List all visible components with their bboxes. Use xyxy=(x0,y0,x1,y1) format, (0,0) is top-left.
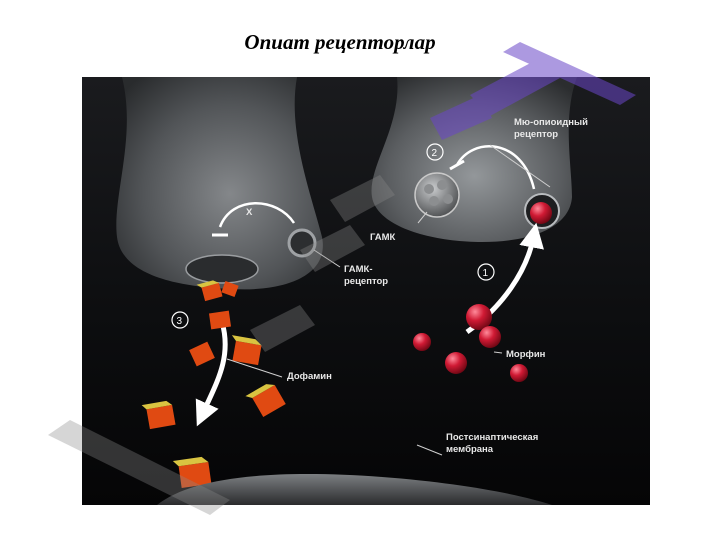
dopamine-molecule xyxy=(172,456,212,488)
left-presynaptic-neuron xyxy=(116,77,323,290)
vesicle-particle xyxy=(429,196,439,206)
dopamine-molecule xyxy=(141,400,176,430)
morphine-molecule xyxy=(510,364,528,382)
step-1-number: 1 xyxy=(483,268,489,279)
left-release-site xyxy=(185,254,259,284)
morphine-molecule xyxy=(445,352,467,374)
dopamine-molecule xyxy=(231,335,262,366)
postsynaptic-membrane xyxy=(157,474,552,505)
step-3-number: 3 xyxy=(177,316,183,327)
postsynaptic-label-line1: Постсинаптическая xyxy=(446,432,538,443)
gaba-receptor-label-line1: ГАМК- xyxy=(344,264,373,275)
step-1-marker xyxy=(477,263,495,281)
opioid-receptor-diagram: X 2 1 3 Мю-опиоидный рецептор ГАМ xyxy=(82,77,650,505)
step-2-number: 2 xyxy=(432,148,438,159)
dopamine-label: Дофамин xyxy=(287,371,332,382)
dopamine-molecule xyxy=(221,280,239,298)
vesicle-particle xyxy=(443,194,453,204)
morphine-leader xyxy=(493,351,503,354)
membrane-leader xyxy=(416,444,443,456)
gaba-vesicle-icon xyxy=(414,172,460,218)
gaba-receptor-leader xyxy=(313,249,341,268)
dopamine-molecule xyxy=(208,310,232,330)
vesicle-particle xyxy=(424,184,434,194)
morphine-molecule xyxy=(479,326,501,348)
dopamine-arrow xyxy=(195,321,228,427)
dopamine-leader xyxy=(226,358,283,378)
gaba-receptor-label-line2: рецептор xyxy=(344,276,388,287)
vesicle-particle xyxy=(437,180,447,190)
slide-title: Опиат рецепторлар xyxy=(244,30,436,54)
dopamine-molecule xyxy=(189,341,215,367)
inhibition-arc xyxy=(218,202,296,228)
postsynaptic-label-line2: мембрана xyxy=(446,444,494,455)
dopamine-molecule xyxy=(196,280,223,302)
morphine-molecule xyxy=(413,333,431,351)
mu-receptor-label-line1: Мю-опиоидный xyxy=(514,117,588,128)
mu-receptor-label-line2: рецептор xyxy=(514,129,558,140)
bound-morphine-icon xyxy=(530,202,552,224)
dopamine-molecules xyxy=(141,280,286,488)
step-3-marker xyxy=(171,311,189,329)
inhibit-mark: X xyxy=(246,207,253,218)
morphine-label: Морфин xyxy=(506,349,546,360)
morphine-molecule xyxy=(466,304,492,330)
step2-arc xyxy=(455,145,536,190)
step2-bar xyxy=(449,159,465,171)
gaba-label: ГАМК xyxy=(370,232,396,243)
mu-receptor-leader xyxy=(489,144,551,188)
step-2-marker xyxy=(426,143,444,161)
gaba-leader xyxy=(417,211,428,224)
dopamine-molecule xyxy=(245,384,286,418)
gaba-receptor-icon xyxy=(287,228,317,258)
